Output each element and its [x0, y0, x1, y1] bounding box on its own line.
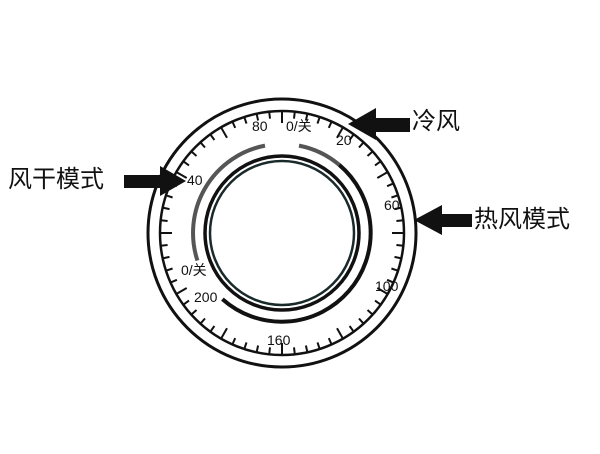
- scale-tick: [160, 244, 168, 247]
- scale-tick: [304, 113, 309, 121]
- cold-air-callout: 冷风: [412, 107, 460, 135]
- scale-tick: [327, 121, 333, 129]
- scale-tick: [162, 206, 170, 211]
- scale-tick: [366, 150, 374, 157]
- scale-tick: [386, 278, 394, 284]
- scale-tick: [293, 347, 296, 355]
- scale-tick: [190, 309, 198, 316]
- scale-tick: [336, 126, 344, 139]
- air-dry-mode-callout: 风干模式: [8, 165, 104, 193]
- scale-tick: [182, 299, 190, 306]
- scale-tick: [170, 278, 178, 284]
- scale-tick: [327, 337, 333, 345]
- scale-label-40: 40: [187, 172, 203, 188]
- scale-tick: [268, 347, 271, 355]
- knob-inner-ring[interactable]: [208, 159, 356, 307]
- scale-tick: [376, 287, 389, 295]
- scale-label-200: 200: [194, 289, 218, 305]
- scale-tick: [358, 141, 365, 149]
- scale-label-off-top: 0/关: [286, 118, 312, 134]
- scale-tick: [209, 325, 216, 333]
- scale-tick: [386, 182, 394, 188]
- scale-tick: [255, 345, 260, 353]
- scale-tick: [175, 287, 188, 295]
- scale-tick: [366, 309, 374, 316]
- scale-tick: [376, 171, 389, 179]
- scale-tick: [304, 345, 309, 353]
- scale-tick: [391, 267, 399, 272]
- hot-air-arrow: [414, 205, 472, 235]
- scale-tick: [231, 121, 237, 129]
- scale-tick: [165, 194, 173, 199]
- scale-label-80: 80: [252, 118, 268, 134]
- scale-label-off-left: 0/关: [181, 262, 207, 278]
- scale-label-60: 60: [384, 197, 400, 213]
- scale-tick: [374, 160, 382, 167]
- cold-air-arrow: [348, 108, 410, 140]
- scale-tick: [220, 126, 228, 139]
- scale-tick: [348, 325, 355, 333]
- cold-air-arc: [298, 143, 341, 167]
- scale-tick: [396, 219, 404, 222]
- scale-tick: [374, 299, 382, 306]
- scale-tick: [316, 116, 321, 124]
- knob-outer-ring[interactable]: [203, 154, 361, 312]
- scale-label-160: 160: [267, 332, 291, 348]
- scale-tick: [182, 160, 190, 167]
- scale-tick: [220, 327, 228, 340]
- scale-tick: [394, 206, 402, 211]
- scale-tick: [293, 111, 296, 119]
- scale-tick: [209, 133, 216, 141]
- scale-tick: [391, 194, 399, 199]
- scale-tick: [175, 171, 188, 179]
- scale-tick: [231, 337, 237, 345]
- hot-air-mode-callout: 热风模式: [474, 205, 570, 233]
- scale-tick: [165, 267, 173, 272]
- scale-tick: [348, 133, 355, 141]
- scale-tick: [394, 255, 402, 260]
- scale-tick: [243, 342, 248, 350]
- air-dry-arrow: [124, 166, 186, 196]
- scale-tick: [336, 327, 344, 340]
- scale-tick: [199, 141, 206, 149]
- scale-ticks: [160, 111, 404, 355]
- scale-tick: [316, 342, 321, 350]
- scale-tick: [190, 150, 198, 157]
- outer-ring: [146, 97, 418, 369]
- scale-tick: [396, 244, 404, 247]
- scale-tick: [268, 111, 271, 119]
- scale-label-100: 100: [375, 278, 399, 294]
- scale-tick: [243, 116, 248, 124]
- scale-tick: [255, 113, 260, 121]
- scale-tick: [162, 255, 170, 260]
- air-dry-arc: [191, 143, 266, 262]
- scale-tick: [199, 317, 206, 325]
- hot-air-arc: [221, 163, 373, 324]
- scale-tick: [160, 219, 168, 222]
- scale-label-20: 20: [336, 132, 352, 148]
- scale-tick: [358, 317, 365, 325]
